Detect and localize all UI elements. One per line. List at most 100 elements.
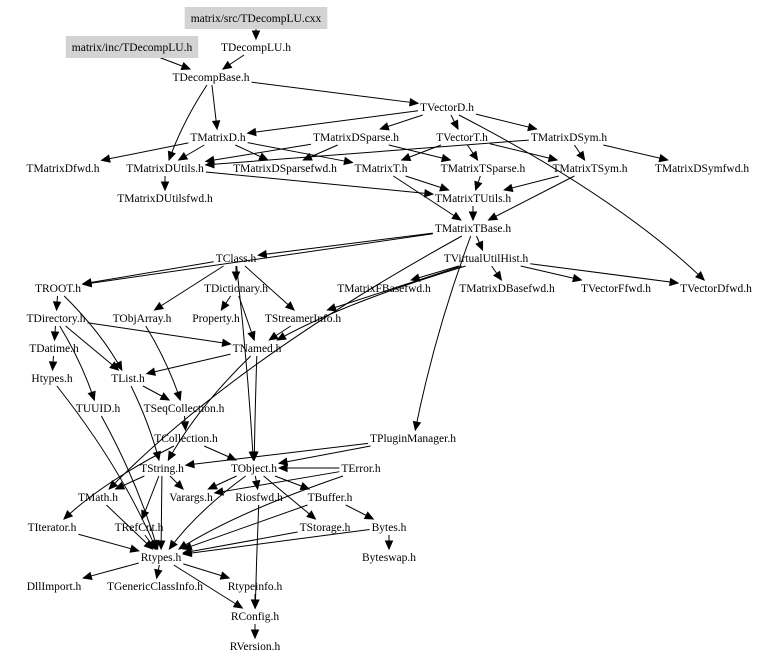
edge-tdecompbase-h-to-tmatrixd-h [211, 84, 221, 131]
node-tlist-h[interactable]: TList.h [111, 373, 145, 385]
node-tmatrixdsym-h[interactable]: TMatrixDSym.h [531, 132, 608, 144]
node-dllimport-h[interactable]: DllImport.h [27, 581, 82, 593]
edges-layer [48, 25, 706, 640]
node-titerator-h[interactable]: TIterator.h [28, 522, 77, 534]
node-tpluginmanager-h[interactable]: TPluginManager.h [370, 433, 456, 445]
arrowhead-icon [219, 571, 231, 580]
edge-tobject-h-to-tbuffer-h [274, 475, 311, 490]
node-label: TMatrixDfwd.h [26, 163, 99, 175]
edge-tpluginmanager-h-to-tobject-h [277, 445, 371, 466]
node-label: Byteswap.h [362, 552, 416, 564]
arrowhead-icon [173, 390, 182, 402]
node-tvectort-h[interactable]: TVectorT.h [436, 132, 488, 144]
node-terror-h[interactable]: TError.h [341, 463, 381, 475]
node-tmatrixdsparsefwd-h[interactable]: TMatrixDSparsefwd.h [233, 163, 337, 175]
arrowhead-icon [81, 278, 93, 287]
node-riosfwd-h[interactable]: Riosfwd.h [235, 492, 283, 504]
node-tmatrixfbasefwd-h[interactable]: TMatrixFBasefwd.h [337, 283, 431, 295]
node-tmatrixdsymfwd-h[interactable]: TMatrixDSymfwd.h [655, 163, 749, 175]
node-tcollection-h[interactable]: TCollection.h [154, 433, 218, 445]
node-tmatrixtsparse-h[interactable]: TMatrixTSparse.h [441, 163, 526, 175]
arrowhead-icon [213, 487, 224, 496]
arrowhead-icon [50, 331, 60, 342]
node-tmatrixdutils-h[interactable]: TMatrixDUtils.h [126, 163, 204, 175]
node-tdecomplu-h[interactable]: TDecompLU.h [221, 42, 291, 54]
node-tobjarray-h[interactable]: TObjArray.h [113, 313, 172, 325]
node-htypes-h[interactable]: Htypes.h [31, 373, 72, 385]
node-label: Property.h [192, 313, 240, 325]
arrowhead-icon [343, 156, 354, 166]
edge-trefcnt-h-to-rtypes-h [144, 534, 156, 551]
edge-tcollection-h-to-tobject-h [203, 445, 238, 461]
node-tbuffer-h[interactable]: TBuffer.h [308, 492, 353, 504]
node-tmatrixdfwd-h[interactable]: TMatrixDfwd.h [26, 163, 99, 175]
node-tmatrixdbasefwd-h[interactable]: TMatrixDBasefwd.h [459, 283, 555, 295]
node-rtypeinfo-h[interactable]: Rtypeinfo.h [228, 581, 283, 593]
node-tstring-h[interactable]: TString.h [140, 463, 184, 475]
node-tvectordfwd-h[interactable]: TVectorDfwd.h [680, 283, 752, 295]
node-varargs-h[interactable]: Varargs.h [169, 492, 213, 504]
edge-line [82, 233, 433, 285]
node-tclass-h[interactable]: TClass.h [216, 253, 257, 265]
node-tgenericclassinfo-h[interactable]: TGenericClassInfo.h [107, 581, 203, 593]
node-tmath-h[interactable]: TMath.h [78, 492, 118, 504]
node-tmatrixtutils-h[interactable]: TMatrixTUtils.h [435, 193, 512, 205]
node-tmatrixdutilsfwd-h[interactable]: TMatrixDUtilsfwd.h [117, 193, 213, 205]
node-tmatrixtsym-h[interactable]: TMatrixTSym.h [552, 163, 627, 175]
node-tvectorffwd-h[interactable]: TVectorFfwd.h [581, 283, 651, 295]
edge-line [520, 265, 582, 281]
node-tmatrixdsparse-h[interactable]: TMatrixDSparse.h [313, 132, 399, 144]
edge-troot-h-to-tdirectory-h [52, 295, 62, 312]
arrowhead-icon [268, 331, 279, 341]
node-tdirectory-h[interactable]: TDirectory.h [27, 313, 86, 325]
node-label: TStorage.h [300, 522, 351, 534]
node-label: Rtypes.h [141, 552, 182, 564]
edge-line [247, 110, 419, 134]
node-bytes-h[interactable]: Bytes.h [372, 522, 407, 534]
arrowhead-icon [160, 181, 170, 192]
edge-line [214, 471, 340, 494]
node-rtypes-h[interactable]: Rtypes.h [141, 552, 182, 564]
node-tmatrixtbase-h[interactable]: TMatrixTBase.h [435, 223, 512, 235]
arrowhead-icon [451, 211, 462, 221]
arrowhead-icon [299, 481, 311, 490]
node-tnamed-h[interactable]: TNamed.h [233, 343, 282, 355]
node-tstorage-h[interactable]: TStorage.h [300, 522, 351, 534]
node-tobject-h[interactable]: TObject.h [231, 463, 277, 475]
node-label: Varargs.h [169, 492, 213, 504]
node-tmatrixd-h[interactable]: TMatrixD.h [190, 132, 246, 144]
edge-tmatrixd-h-to-tmatrixt-h [247, 142, 354, 166]
edge-tdecomplu-h-to-tdecompbase-h [221, 54, 245, 70]
edge-tvirtualutilhist-h-to-tnamed-h [276, 265, 466, 341]
node-tmatrixt-h[interactable]: TMatrixT.h [354, 163, 407, 175]
node-label: RVersion.h [230, 641, 281, 653]
edge-tnamed-h-to-tstring-h [167, 355, 252, 462]
node-label: matrix/inc/TDecompLU.h [72, 42, 193, 54]
node-tseqcollection-h[interactable]: TSeqCollection.h [144, 403, 225, 415]
node-tdatime-h[interactable]: TDatime.h [29, 343, 79, 355]
edge-line [100, 415, 159, 550]
node-rconfig-h[interactable]: RConfig.h [231, 611, 279, 623]
node-tvirtualutilhist-h[interactable]: TVirtualUtilHist.h [444, 253, 529, 265]
node-tstreamerinfo-h[interactable]: TStreamerInfo.h [265, 313, 342, 325]
node-tdictionary-h[interactable]: TDictionary.h [204, 283, 268, 295]
node-label: TDirectory.h [27, 313, 86, 325]
node-tdecompbase-h[interactable]: TDecompBase.h [173, 72, 250, 84]
edge-tnamed-h-to-tobject-h [250, 355, 259, 462]
edge-tobject-h-to-rtypes-h [168, 475, 246, 551]
arrowhead-icon [109, 361, 120, 371]
node-troot-h[interactable]: TROOT.h [35, 283, 81, 295]
arrowhead-icon [182, 548, 193, 558]
node-label: TCollection.h [154, 433, 218, 445]
node-inc-tdecomplu-h[interactable]: matrix/inc/TDecompLU.h [65, 36, 199, 58]
node-tdecomplu-cxx[interactable]: matrix/src/TDecompLU.cxx [184, 7, 328, 29]
node-rversion-h[interactable]: RVersion.h [230, 641, 281, 653]
node-property-h[interactable]: Property.h [192, 313, 240, 325]
node-byteswap-h[interactable]: Byteswap.h [362, 552, 416, 564]
node-trefcnt-h[interactable]: TRefCnt.h [115, 522, 164, 534]
arrowhead-icon [658, 153, 669, 163]
arrowhead-icon [247, 330, 256, 342]
edge-tdirectory-h-to-tdatime-h [50, 325, 60, 342]
node-tvectord-h[interactable]: TVectorD.h [420, 102, 474, 114]
node-tuuid-h[interactable]: TUUID.h [76, 403, 121, 415]
